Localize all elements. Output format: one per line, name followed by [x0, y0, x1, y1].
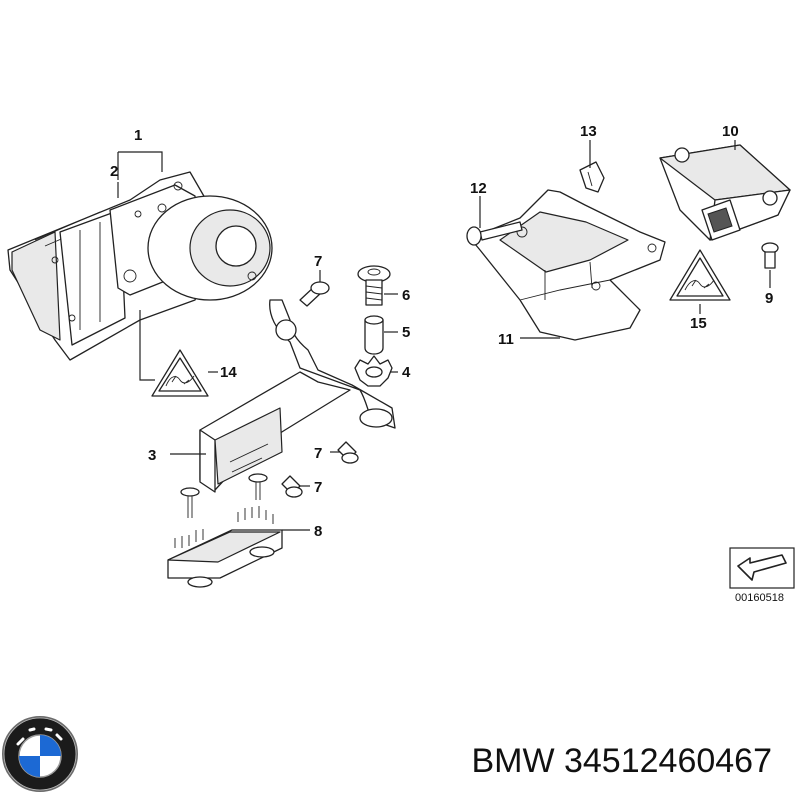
sensor-module-10 — [659, 144, 791, 241]
callout-2: 2 — [110, 163, 118, 180]
callout-8: 8 — [314, 523, 322, 540]
bmw-logo — [2, 716, 78, 792]
rubber-pads-8 — [167, 506, 283, 588]
callout-15: 15 — [690, 315, 707, 332]
callout-14: 14 — [220, 364, 237, 381]
screw-9 — [761, 242, 779, 269]
callout-11: 11 — [498, 331, 514, 348]
callout-9: 9 — [765, 290, 773, 307]
callout-7-upper: 7 — [314, 253, 322, 270]
bolt-6 — [357, 265, 391, 306]
callout-7-lower: 7 — [314, 479, 322, 496]
callout-1: 1 — [134, 127, 142, 144]
hydraulic-unit — [7, 171, 273, 361]
clip-13 — [579, 161, 605, 193]
callout-12: 12 — [470, 180, 487, 197]
direction-arrow-icon — [737, 554, 787, 581]
warning-triangle-icon — [669, 249, 731, 301]
callout-7-middle: 7 — [314, 445, 322, 462]
warning-triangle-icon — [151, 349, 209, 397]
part-caption: BMW 34512460467 — [471, 742, 772, 781]
part-number: 34512460467 — [563, 742, 772, 780]
rubber-mount-4 — [354, 355, 393, 387]
screw-7-lower — [281, 475, 303, 498]
callout-10: 10 — [722, 123, 739, 140]
leader-lines — [117, 140, 771, 531]
callout-labels: 1 2 3 14 7 6 5 4 7 7 8 11 12 13 10 9 15 — [110, 123, 773, 540]
callout-6: 6 — [402, 287, 410, 304]
callout-5: 5 — [402, 324, 410, 341]
sensor-bracket — [469, 189, 666, 341]
bolt-12 — [466, 221, 523, 246]
mounting-bracket — [180, 299, 396, 518]
screw-7-middle — [337, 441, 359, 464]
callout-13: 13 — [580, 123, 597, 140]
callout-3: 3 — [148, 447, 156, 464]
diagram-code: 00160518 — [735, 592, 784, 604]
screw-7-upper — [299, 281, 330, 307]
brand-name: BMW — [471, 742, 555, 780]
callout-4: 4 — [402, 364, 411, 381]
sleeve-5 — [364, 315, 384, 355]
diagram-code-box: 00160518 — [729, 547, 795, 604]
